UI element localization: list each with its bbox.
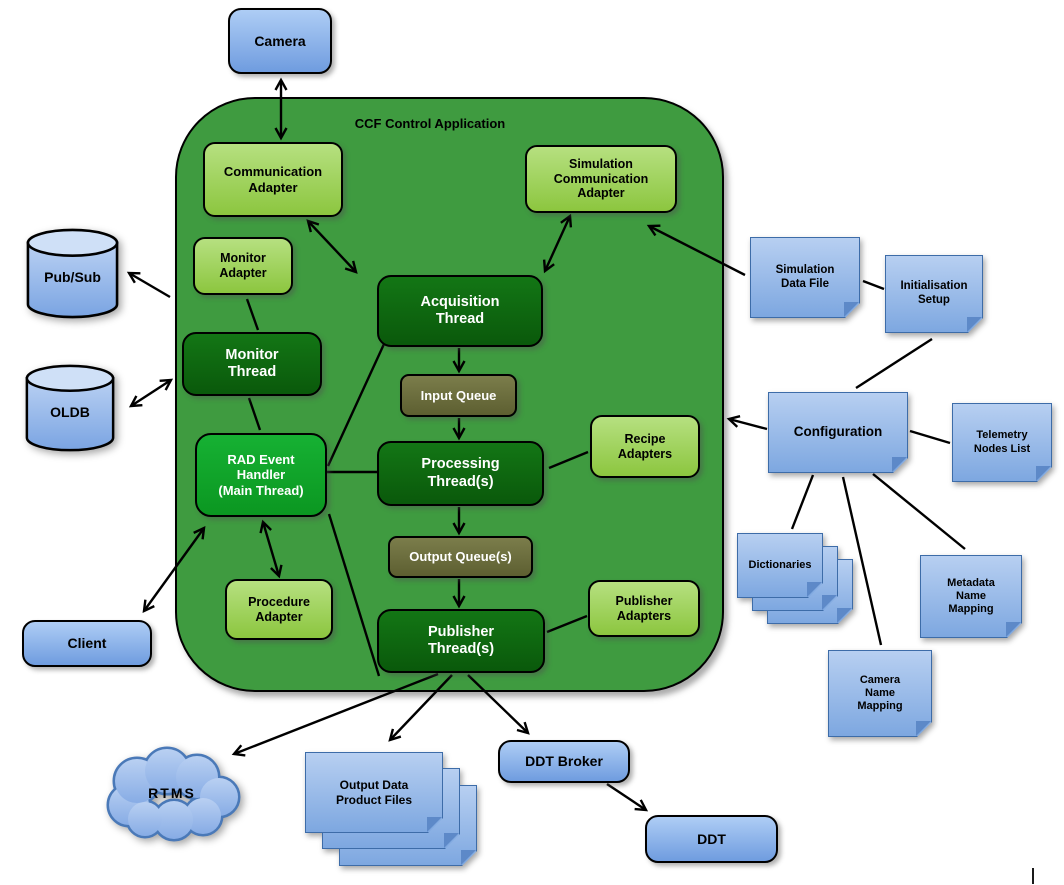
edge-configuration-metadata-mapping <box>872 473 966 550</box>
rtms-label: RTMS <box>148 785 196 801</box>
cylinder-icon <box>25 364 115 452</box>
text-cursor-artifact <box>1032 868 1034 884</box>
recipe-adapters-label: Recipe Adapters <box>617 431 673 461</box>
output-queues-label: Output Queue(s) <box>409 549 512 565</box>
input-queue-label: Input Queue <box>420 387 497 403</box>
monitor-adapter-label: Monitor Adapter <box>219 251 267 280</box>
processing-threads-label: Processing Thread(s) <box>421 456 500 490</box>
node-publisher-threads: Publisher Thread(s) <box>377 609 545 673</box>
output-files-note-front: Output Data Product Files <box>305 752 443 833</box>
node-output-queues: Output Queue(s) <box>388 536 533 578</box>
client-label: Client <box>67 635 107 652</box>
edge-to-pubsub <box>126 271 171 299</box>
dictionaries-note-front: Dictionaries <box>737 533 823 598</box>
ddt-label: DDT <box>697 830 726 847</box>
edge-configuration-telemetry <box>909 429 951 445</box>
camera-label: Camera <box>254 32 306 49</box>
node-simulation-communication-adapter: Simulation Communication Adapter <box>525 145 677 213</box>
edge-configuration-container <box>726 415 768 431</box>
camera-name-mapping-label: Camera Name Mapping <box>857 673 903 713</box>
oldb-label: OLDB <box>50 404 90 420</box>
pubsub-label: Pub/Sub <box>44 269 101 285</box>
node-client: Client <box>22 620 152 667</box>
node-oldb-database: OLDB <box>20 362 120 454</box>
node-procedure-adapter: Procedure Adapter <box>225 579 333 640</box>
initialisation-setup-label: Initialisation Setup <box>900 280 968 306</box>
rad-event-handler-label: RAD Event Handler (Main Thread) <box>218 452 304 498</box>
acquisition-thread-label: Acquisition Thread <box>420 293 500 327</box>
node-recipe-adapters: Recipe Adapters <box>590 415 700 478</box>
edge-configuration-init-setup <box>855 337 933 390</box>
node-output-data-product-files-stack: Output Data Product Files <box>305 752 479 868</box>
configuration-label: Configuration <box>793 424 883 440</box>
edge-ddt-broker-ddt <box>606 783 649 812</box>
node-pubsub-database: Pub/Sub <box>23 225 122 322</box>
metadata-name-mapping-label: Metadata Name Mapping <box>947 576 995 616</box>
node-dictionaries-stack: Dictionaries <box>737 533 855 626</box>
node-ddt-broker: DDT Broker <box>498 740 630 783</box>
cloud-icon <box>106 746 241 842</box>
node-metadata-name-mapping: Metadata Name Mapping <box>920 555 1022 638</box>
node-monitor-thread: Monitor Thread <box>182 332 322 396</box>
ddt-broker-label: DDT Broker <box>525 753 603 770</box>
node-publisher-adapters: Publisher Adapters <box>588 580 700 637</box>
node-monitor-adapter: Monitor Adapter <box>193 237 293 295</box>
edge-sim-data-file-init-setup <box>862 279 885 291</box>
node-configuration: Configuration <box>768 392 908 473</box>
output-data-product-files-label: Output Data Product Files <box>335 778 412 807</box>
node-acquisition-thread: Acquisition Thread <box>377 275 543 347</box>
simulation-data-file-label: Simulation Data File <box>775 263 835 290</box>
procedure-adapter-label: Procedure Adapter <box>248 594 310 624</box>
node-telemetry-nodes-list: Telemetry Nodes List <box>952 403 1052 482</box>
node-camera-name-mapping: Camera Name Mapping <box>828 650 932 737</box>
node-processing-threads: Processing Thread(s) <box>377 441 544 506</box>
node-camera: Camera <box>228 8 332 74</box>
cylinder-icon <box>26 228 119 319</box>
node-rtms-cloud: RTMS <box>97 745 247 845</box>
node-communication-adapter: Communication Adapter <box>203 142 343 217</box>
node-input-queue: Input Queue <box>400 374 517 417</box>
monitor-thread-label: Monitor Thread <box>225 346 279 380</box>
publisher-threads-label: Publisher Thread(s) <box>427 623 495 657</box>
telemetry-nodes-list-label: Telemetry Nodes List <box>973 429 1031 455</box>
sim-comm-adapter-label: Simulation Communication Adapter <box>553 156 649 201</box>
node-ddt: DDT <box>645 815 778 863</box>
node-initialisation-setup: Initialisation Setup <box>885 255 983 333</box>
publisher-adapters-label: Publisher Adapters <box>615 593 673 623</box>
container-title: CCF Control Application <box>354 116 506 131</box>
node-rad-event-handler: RAD Event Handler (Main Thread) <box>195 433 327 517</box>
node-simulation-data-file: Simulation Data File <box>750 237 860 318</box>
communication-adapter-label: Communication Adapter <box>223 164 323 195</box>
edge-configuration-dictionaries <box>790 474 815 530</box>
dictionaries-label: Dictionaries <box>748 558 812 571</box>
edge-oldb-container <box>128 378 174 408</box>
